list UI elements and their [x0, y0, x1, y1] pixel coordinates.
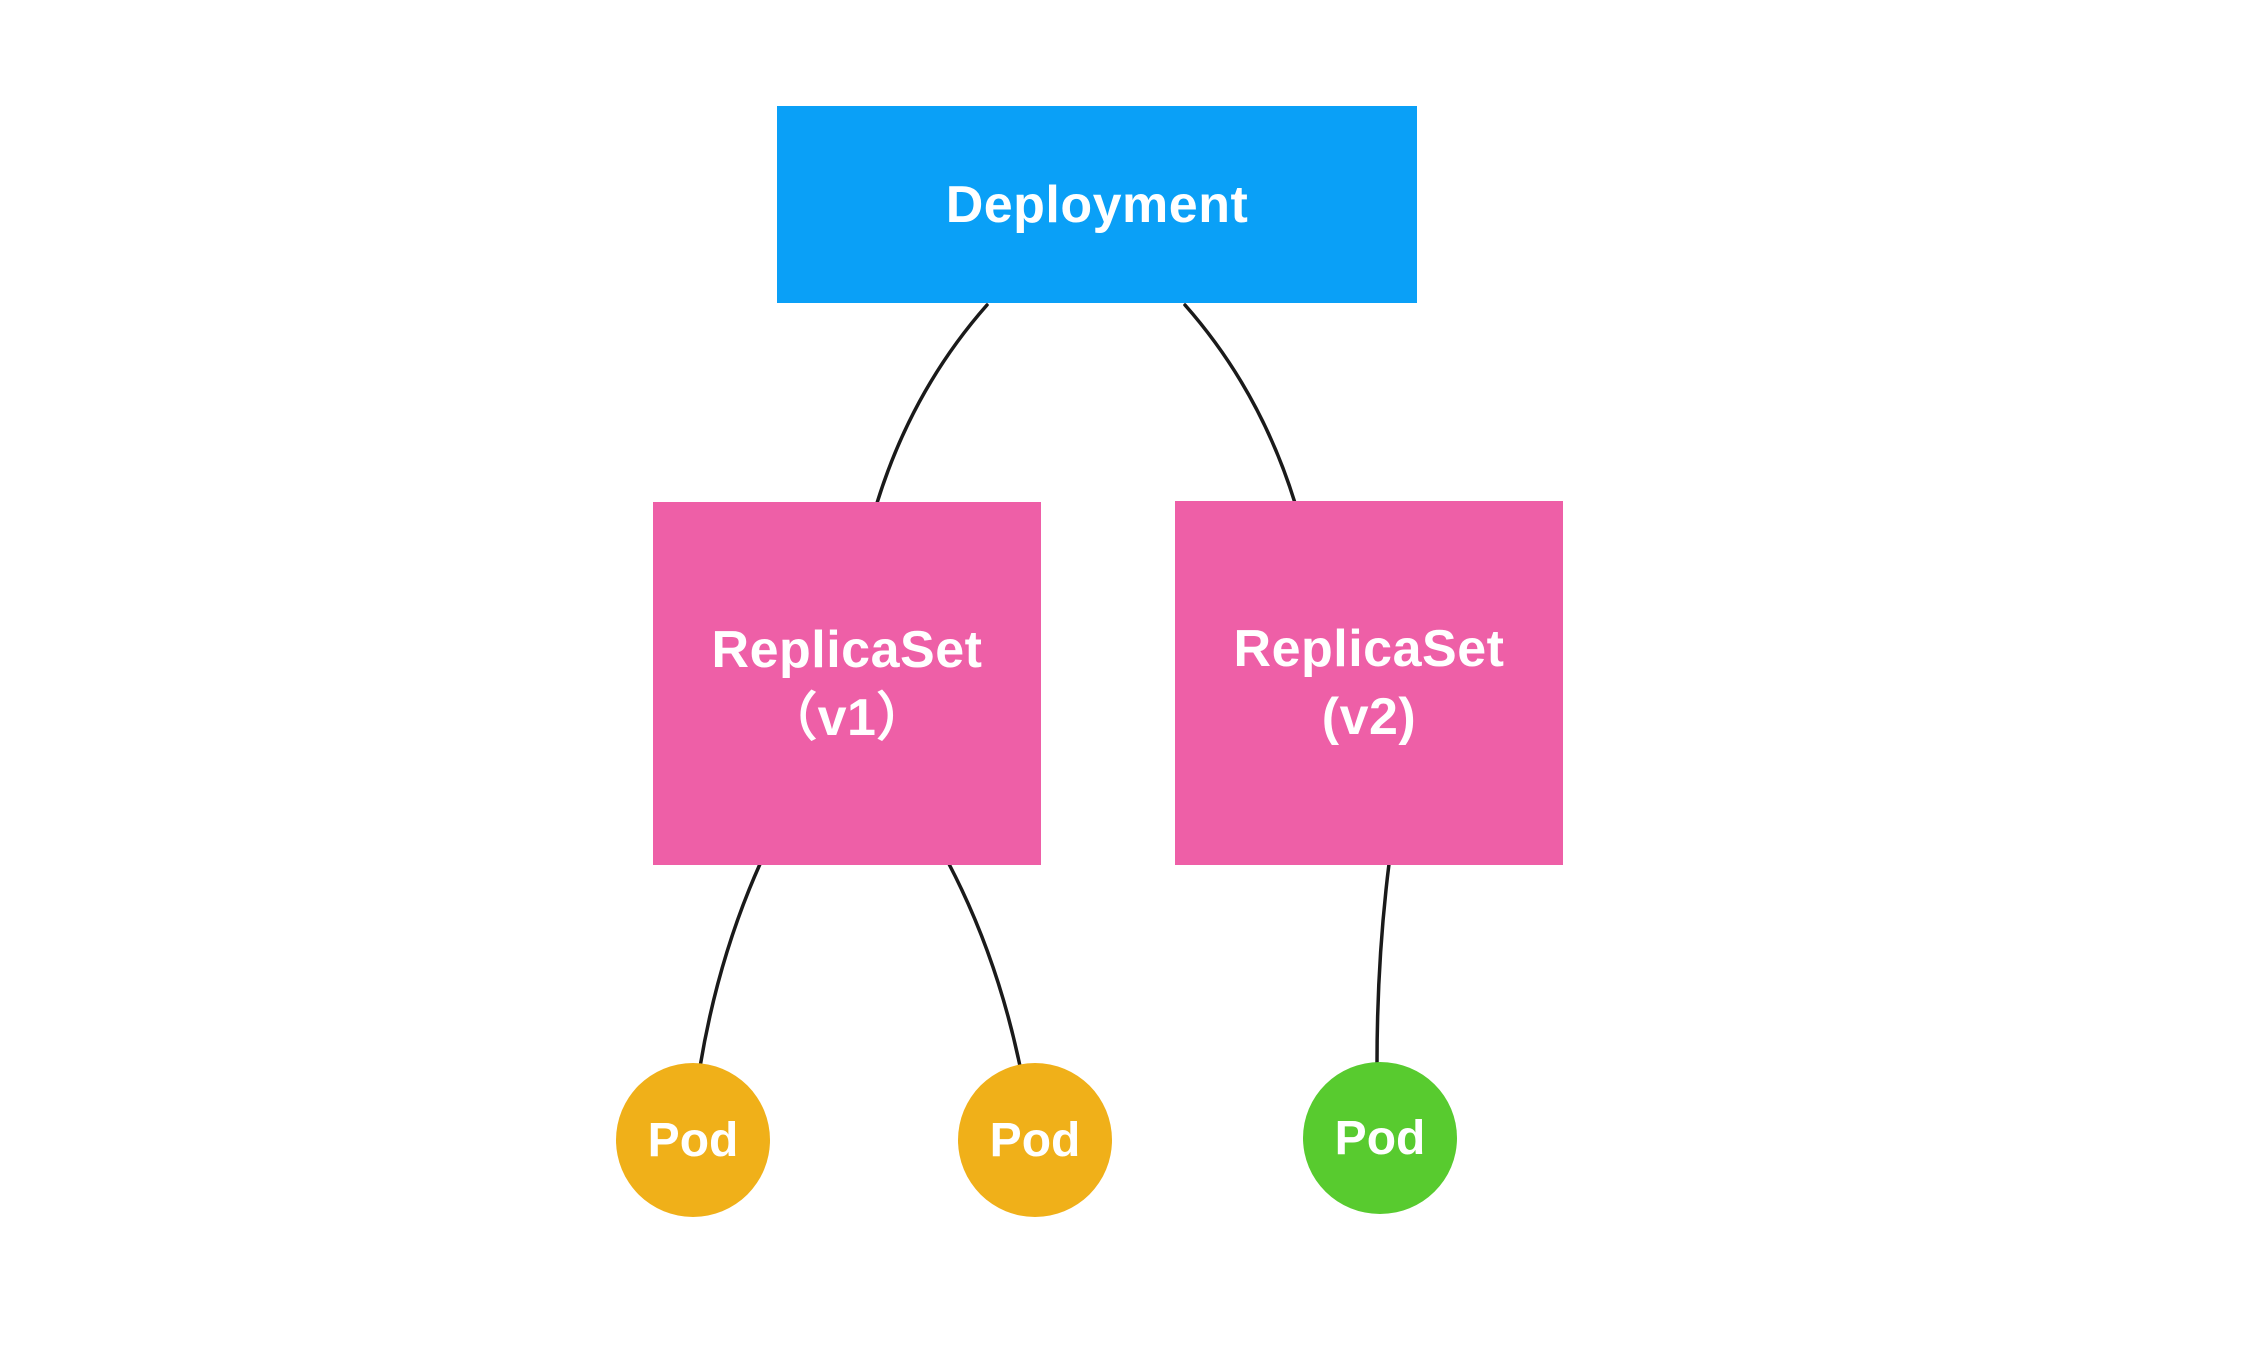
edge-replicaset-v1-to-pod-2: [947, 862, 1023, 1073]
edge-replicaset-v1-to-pod-1: [698, 862, 762, 1069]
deployment-label: Deployment: [945, 175, 1249, 234]
pod-3-label: Pod: [1334, 1111, 1426, 1165]
replicaset-v2-node: ReplicaSet (v2): [1175, 501, 1563, 865]
pod-1-label: Pod: [647, 1113, 739, 1167]
replicaset-v2-label: ReplicaSet: [1233, 620, 1505, 678]
edge-deployment-to-replicaset-v2: [1183, 303, 1297, 505]
deployment-node: Deployment: [777, 106, 1417, 303]
edge-deployment-to-replicaset-v1: [875, 303, 989, 505]
pod-1-node: Pod: [616, 1063, 770, 1217]
edge-replicaset-v2-to-pod-3: [1375, 862, 1391, 1066]
replicaset-v1-node: ReplicaSet （v1）: [653, 502, 1041, 865]
pod-3-node: Pod: [1303, 1062, 1457, 1214]
replicaset-v1-version-label: （v1）: [765, 688, 929, 747]
pod-2-node: Pod: [958, 1063, 1112, 1217]
pod-2-label: Pod: [989, 1113, 1081, 1167]
replicaset-v2-version-label: (v2): [1321, 688, 1417, 746]
replicaset-v1-label: ReplicaSet: [711, 620, 983, 679]
